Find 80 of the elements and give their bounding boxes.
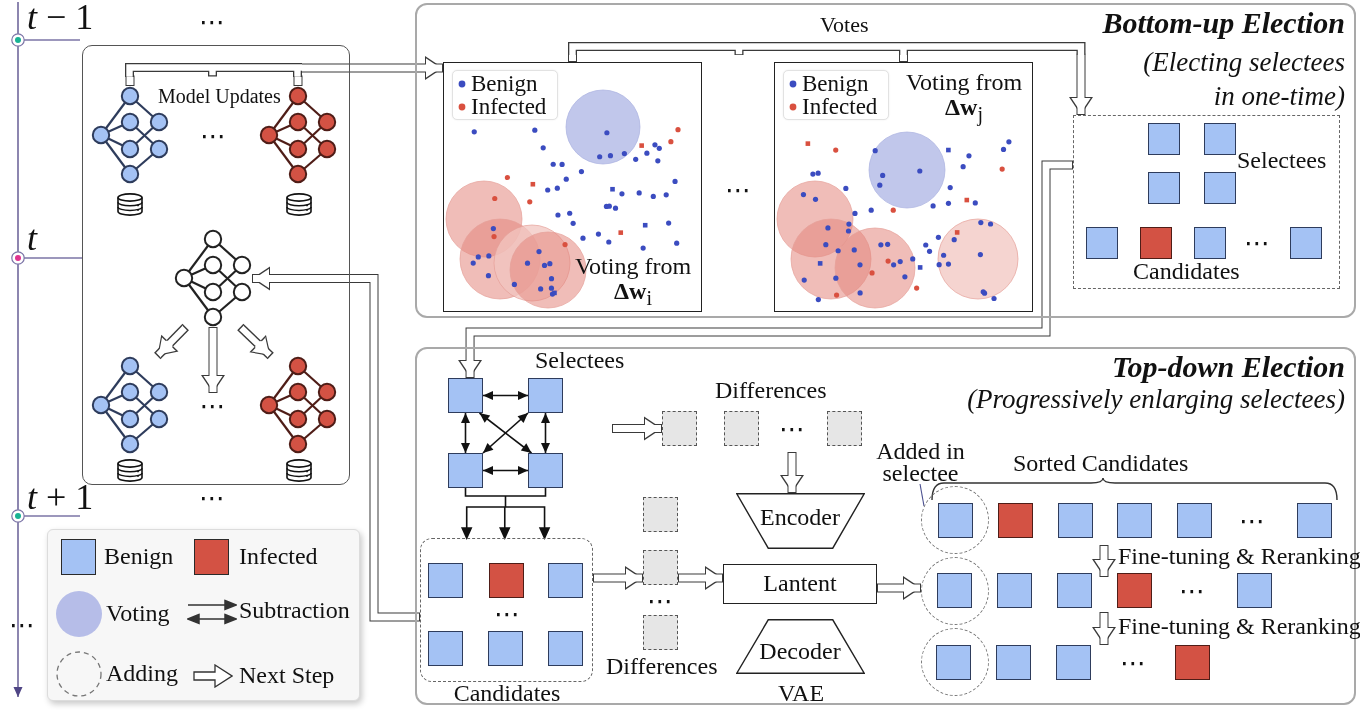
model-square — [528, 378, 563, 413]
hollow-arrow — [612, 416, 662, 441]
group-label: Differences — [715, 377, 827, 405]
dashed-square — [827, 411, 862, 446]
legend-text: Infected — [239, 543, 318, 571]
branching-arrow — [461, 487, 551, 539]
group-label: VAE — [777, 681, 825, 705]
ellipsis: ⋯ — [9, 612, 35, 638]
bracket-label: Votes — [820, 12, 869, 38]
dashed-frame — [1073, 115, 1340, 289]
annotation-text: Voting from Δw$_{j}$ — [904, 70, 1024, 127]
dashed-square — [643, 550, 678, 585]
double-arrow — [461, 412, 470, 454]
hollow-arrow — [877, 576, 921, 600]
leader-line — [919, 483, 925, 507]
annotation-text: Added in selectee — [873, 440, 968, 484]
double-arrow — [482, 391, 529, 400]
group-label: Selectees — [535, 347, 625, 375]
hollow-arrow — [301, 56, 443, 80]
ellipsis: ⋯ — [494, 601, 520, 627]
time-label: t + 1 — [27, 481, 94, 514]
ellipsis: ⋯ — [1179, 578, 1205, 604]
hollow-arrow — [237, 323, 274, 360]
edge-label: Model Updates — [158, 85, 281, 108]
time-label: t — [27, 222, 37, 255]
legend-text: Benign — [104, 543, 174, 571]
dashed-square — [724, 411, 759, 446]
ellipsis: ⋯ — [199, 9, 225, 35]
legend-text: Subtraction — [239, 597, 350, 625]
neural-network-drawing — [173, 228, 252, 327]
ellipsis: ⋯ — [725, 177, 751, 203]
model-square — [448, 453, 483, 488]
node-label: Encoder — [760, 504, 840, 532]
process-box — [723, 564, 877, 604]
bracket-bar — [125, 63, 302, 77]
hollow-arrow — [201, 327, 225, 393]
group-label: Sorted Candidates — [1013, 450, 1189, 478]
hollow-arrow — [1069, 53, 1093, 115]
model-square — [528, 453, 563, 488]
panel-subtitle: (Progressively enlarging selectees) — [967, 384, 1345, 414]
group-label: Candidates — [1133, 258, 1240, 286]
model-square — [448, 378, 483, 413]
ellipsis: ⋯ — [1244, 230, 1270, 256]
dashed-square — [643, 497, 678, 532]
hollow-arrow — [252, 266, 420, 622]
panel-title: Bottom-up Election — [1102, 5, 1345, 41]
panel — [82, 45, 350, 485]
ellipsis: ⋯ — [1239, 508, 1265, 534]
ellipsis: ⋯ — [779, 416, 805, 442]
hollow-arrow — [678, 566, 723, 590]
dashed-square — [643, 615, 678, 650]
neural-network-drawing — [90, 355, 169, 454]
double-arrow — [541, 412, 550, 454]
step-label: Fine-tuning & Reranking — [1118, 613, 1360, 641]
node-label: Decoder — [759, 638, 841, 666]
ellipsis: ⋯ — [1120, 650, 1146, 676]
legend-text: Voting — [106, 600, 170, 628]
ellipsis: ⋯ — [199, 485, 225, 511]
step-label: Fine-tuning & Reranking — [1118, 543, 1360, 571]
group-label: Candidates — [453, 682, 561, 704]
ellipsis: ⋯ — [198, 392, 227, 419]
node-label: Lantent — [763, 570, 837, 598]
hollow-arrow — [154, 323, 189, 360]
ellipsis: ⋯ — [647, 588, 673, 614]
legend-text: Adding — [106, 660, 178, 688]
neural-network-drawing — [258, 355, 337, 454]
group-label: Differences — [606, 653, 718, 681]
legend-text: Benign — [802, 70, 869, 98]
panel-title: Top-down Election — [1111, 349, 1345, 385]
group-label: Selectees — [1237, 147, 1327, 175]
double-arrow — [482, 466, 529, 475]
trapezoid — [736, 493, 865, 549]
time-label: t − 1 — [27, 1, 94, 34]
panel-subtitle: (Electing selectees in one-time) — [1142, 46, 1345, 113]
dashed-square — [662, 411, 697, 446]
hollow-arrow — [780, 452, 804, 493]
trapezoid — [736, 619, 865, 674]
hollow-arrow — [593, 566, 643, 590]
ellipsis: ⋯ — [200, 123, 226, 149]
legend-text: Next Step — [239, 662, 335, 690]
